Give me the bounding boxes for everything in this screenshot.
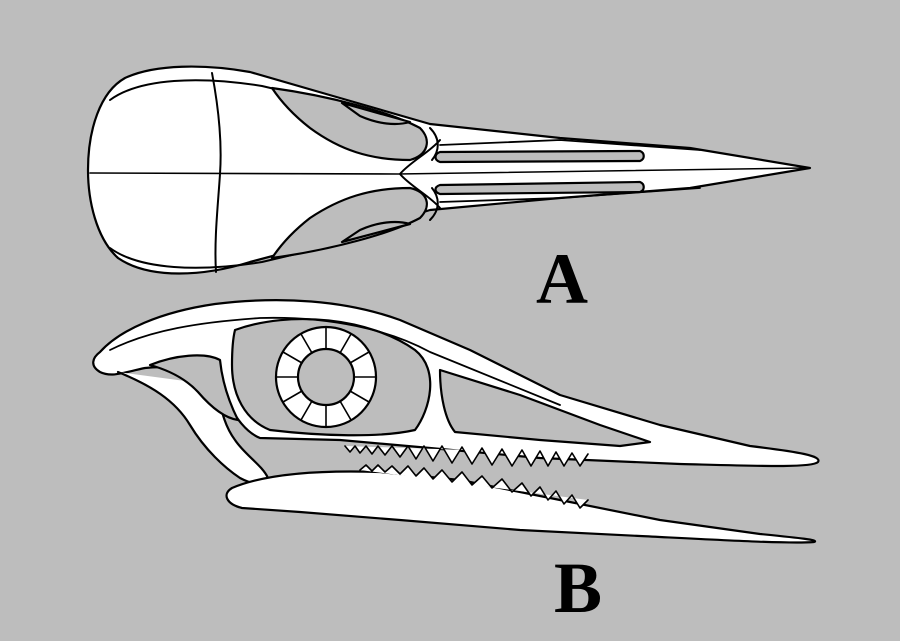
naris-lower: [434, 180, 645, 196]
skull-lateral-view: [92, 299, 820, 544]
rostrum-line-lower: [439, 187, 701, 203]
rostrum-line-upper: [439, 139, 701, 151]
dorsal-rim-upper: [109, 79, 331, 103]
dorsal-rim-lower: [109, 245, 331, 269]
naris-upper: [434, 149, 645, 164]
fenestra-lower-small: [340, 220, 412, 244]
orbit-lower: [270, 186, 428, 260]
dorsal-cross-suture: [211, 72, 222, 273]
fenestra-upper-small: [340, 101, 412, 126]
temporal-fenestra: [148, 354, 240, 422]
sclerotic-ring: [274, 325, 378, 429]
upper-teeth: [344, 445, 589, 467]
panel-label-a: A: [536, 239, 588, 319]
dorsal-skull-outline: [86, 65, 812, 275]
nasal-joint: [399, 127, 441, 221]
skull-roof-line: [109, 316, 561, 406]
mandible: [225, 470, 817, 544]
skull-dorsal-view: [86, 65, 812, 275]
orbit-upper: [270, 86, 428, 162]
antorbital-fenestra: [438, 368, 652, 448]
panel-label-b: B: [554, 548, 603, 628]
lower-teeth: [359, 464, 589, 509]
dorsal-midline: [89, 167, 806, 175]
